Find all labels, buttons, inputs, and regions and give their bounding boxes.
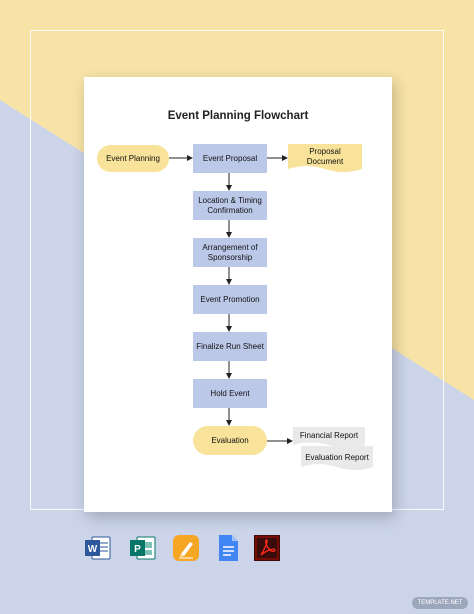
flowchart-title: Event Planning Flowchart: [167, 110, 309, 122]
google-docs-icon[interactable]: [214, 534, 242, 562]
proposal-document-label: Proposal Document: [306, 147, 344, 166]
node-event-promotion: Event Promotion: [193, 285, 267, 314]
word-icon[interactable]: W: [84, 534, 112, 562]
node-arrangement-sponsorship: Arrangement of Sponsorship: [193, 238, 267, 267]
evaluation-report-label: Evaluation Report: [305, 453, 369, 463]
node-evaluation: Evaluation: [193, 426, 267, 455]
pages-icon[interactable]: [172, 534, 200, 562]
word-icon-letter: W: [88, 544, 98, 555]
financial-report-label: Financial Report: [299, 431, 359, 441]
node-evaluation-report: Evaluation Report: [301, 446, 373, 472]
node-financial-report: Financial Report: [293, 427, 365, 449]
node-finalize-run-sheet: Finalize Run Sheet: [193, 332, 267, 361]
node-event-proposal: Event Proposal: [193, 144, 267, 173]
node-location-timing: Location & Timing Confirmation: [193, 191, 267, 220]
document-shape: [288, 144, 362, 172]
node-hold-event: Hold Event: [193, 379, 267, 408]
document-shape: [293, 427, 365, 448]
pdf-icon[interactable]: [253, 534, 281, 562]
publisher-icon-letter: P: [134, 544, 141, 555]
node-proposal-document: Proposal Document: [288, 144, 362, 174]
publisher-icon[interactable]: P: [129, 534, 157, 562]
node-event-planning: Event Planning: [97, 145, 169, 172]
document-shape: [301, 446, 373, 470]
watermark-badge: TEMPLATE.NET: [412, 597, 468, 609]
